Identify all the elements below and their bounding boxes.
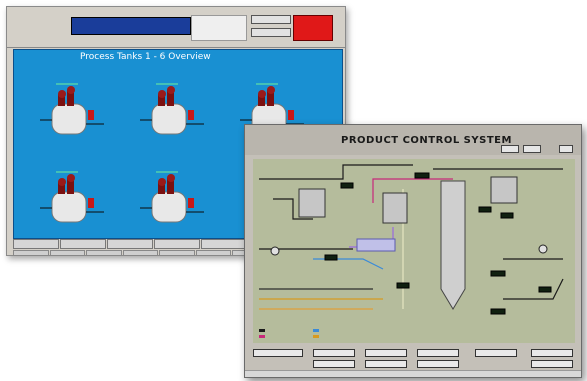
header-title-box (71, 17, 191, 35)
screen-tab[interactable] (154, 239, 200, 249)
nav-button[interactable] (475, 349, 517, 357)
overview-header (7, 7, 345, 48)
nav-button[interactable] (313, 349, 355, 357)
nav-button[interactable] (531, 349, 573, 357)
screen-tab[interactable] (60, 239, 106, 249)
header-button-2[interactable] (251, 28, 291, 37)
process-diagram (253, 159, 575, 343)
tank-4[interactable] (38, 168, 110, 230)
nav-button[interactable] (417, 360, 459, 368)
panel-title: Process Tanks 1 - 6 Overview (80, 52, 211, 62)
nav-button[interactable] (365, 349, 407, 357)
nav-button[interactable] (253, 349, 303, 357)
tank-1[interactable] (38, 80, 110, 142)
control-header: PRODUCT CONTROL SYSTEM (245, 125, 581, 155)
nav-button[interactable] (365, 360, 407, 368)
screen-tab[interactable] (13, 239, 59, 249)
navigation-buttons (253, 347, 575, 373)
nav-button[interactable] (531, 360, 573, 368)
header-button-b[interactable] (523, 145, 541, 153)
header-status-box (191, 15, 247, 41)
nav-button[interactable] (313, 360, 355, 368)
screen-tab[interactable] (201, 239, 247, 249)
screen-subtab[interactable] (122, 250, 159, 256)
taskbar (245, 370, 581, 377)
screen-tab[interactable] (107, 239, 153, 249)
nav-button[interactable] (417, 349, 459, 357)
screen-subtab[interactable] (86, 250, 122, 256)
process-overview-window: Process Tanks 1 - 6 Overview (6, 6, 346, 256)
tank-2[interactable] (138, 80, 210, 142)
header-button-a[interactable] (501, 145, 519, 153)
screen-subtab[interactable] (49, 250, 86, 256)
tank-5[interactable] (138, 168, 210, 230)
screen-subtab[interactable] (13, 250, 49, 256)
screen-subtab[interactable] (159, 250, 195, 256)
alarm-indicator[interactable] (293, 15, 333, 41)
header-button-1[interactable] (251, 15, 291, 24)
screen-subtab[interactable] (195, 250, 232, 256)
product-control-window: PRODUCT CONTROL SYSTEM (244, 124, 582, 378)
header-button-c[interactable] (559, 145, 573, 153)
control-title: PRODUCT CONTROL SYSTEM (341, 135, 512, 146)
